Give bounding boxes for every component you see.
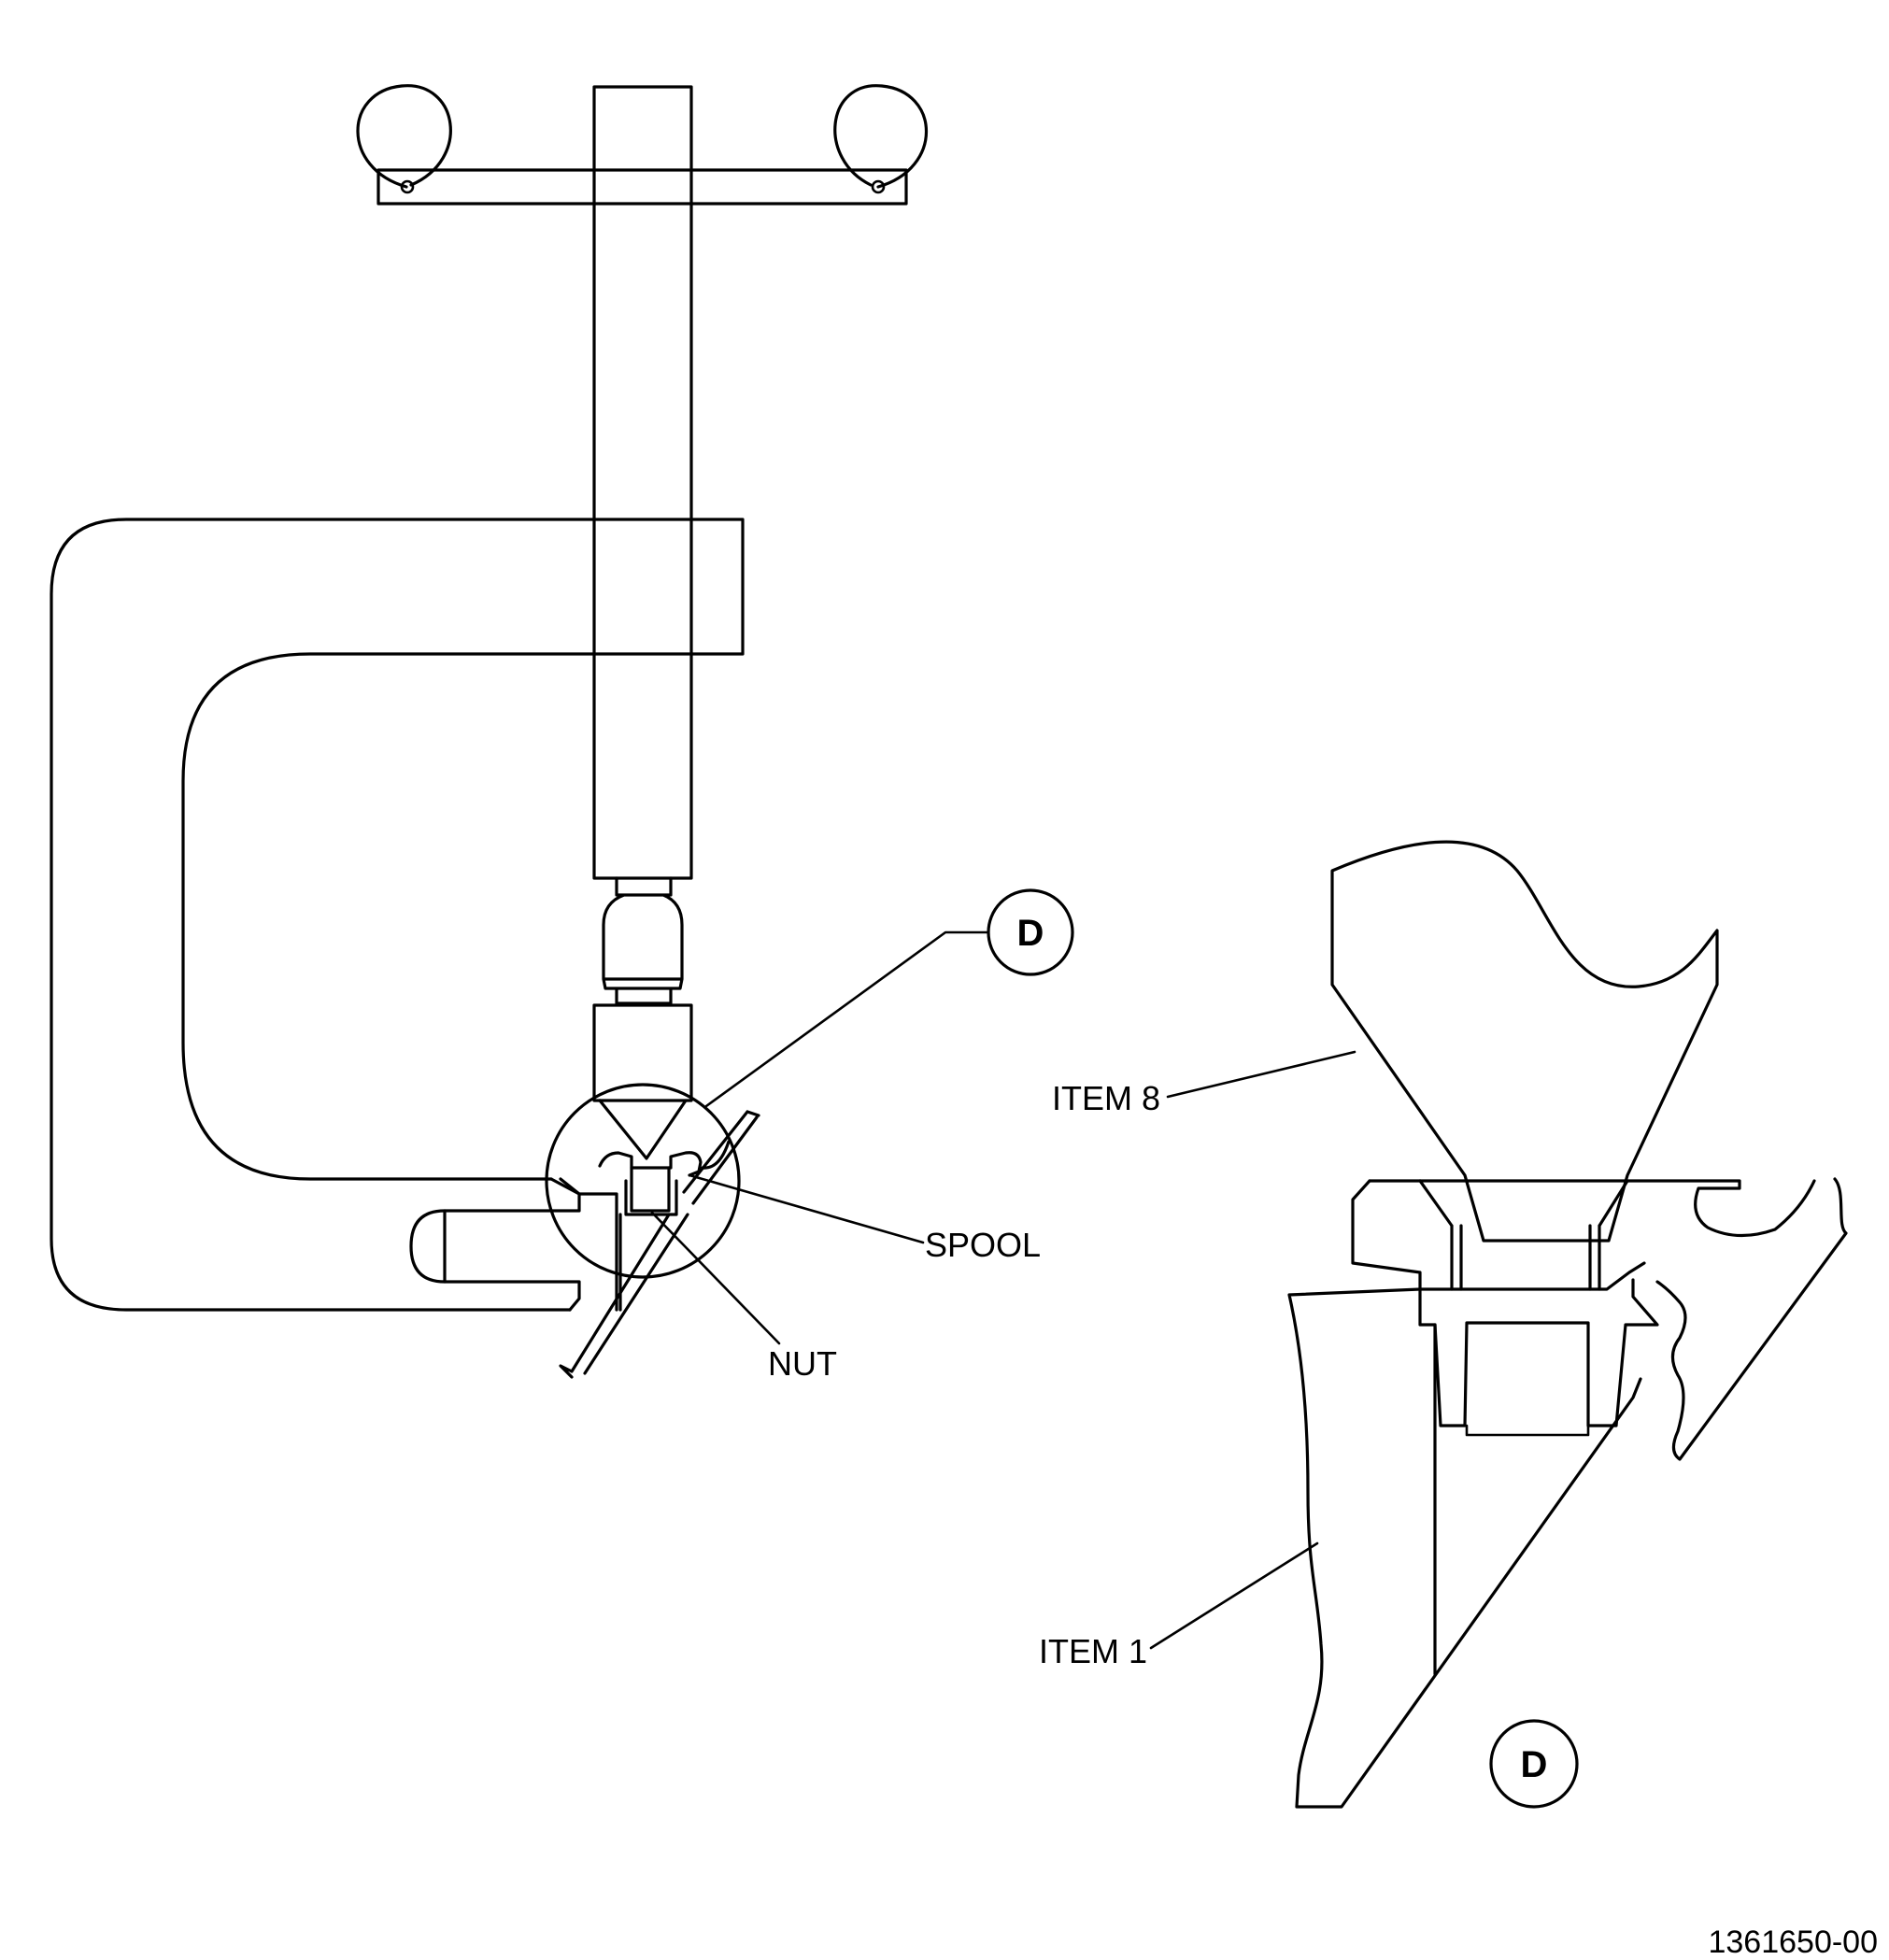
t-handle-crossbar bbox=[376, 168, 908, 206]
nut-barrel bbox=[1418, 1179, 1629, 1291]
item-1-workpiece bbox=[1287, 1287, 1642, 1809]
detail-d-view-bubble: D bbox=[1489, 1719, 1579, 1809]
c-clamp-tool: D SPOOL NUT bbox=[50, 84, 1074, 1383]
nut-leader bbox=[650, 1211, 781, 1345]
spool-flange bbox=[1351, 1179, 1816, 1427]
workpiece-plate bbox=[559, 1110, 760, 1379]
spool-leader bbox=[688, 1173, 925, 1244]
figure-number: 1361650-00 bbox=[1708, 1924, 1878, 1960]
anvil-jaw bbox=[409, 1177, 581, 1312]
driver-cone-tip bbox=[598, 1099, 688, 1160]
driver-block bbox=[592, 1003, 693, 1102]
nut bbox=[624, 1166, 678, 1216]
item-8-leader bbox=[1166, 1050, 1356, 1099]
spool bbox=[598, 1151, 703, 1177]
detail-d-leader bbox=[704, 930, 990, 1108]
detail-d-view: ITEM 8 ITEM 1 D bbox=[1039, 840, 1848, 1809]
nut-label: NUT bbox=[768, 1344, 837, 1383]
item-1-leader bbox=[1149, 1541, 1319, 1650]
item-8-label: ITEM 8 bbox=[1052, 1079, 1160, 1117]
detail-d-callout: D bbox=[987, 888, 1074, 976]
plate-break-edge bbox=[1655, 1177, 1848, 1461]
item-8-driver-tip bbox=[1330, 840, 1719, 1243]
detail-d-circle bbox=[545, 1083, 741, 1279]
detail-d-view-label: D bbox=[1521, 1744, 1548, 1785]
handle-knob-left bbox=[356, 84, 452, 194]
nut-threads bbox=[1465, 1424, 1590, 1437]
handle-knob-right bbox=[833, 84, 928, 194]
detail-d-callout-label: D bbox=[1017, 913, 1044, 954]
screw-shaft bbox=[592, 85, 693, 880]
c-frame bbox=[50, 518, 745, 1312]
item-1-label: ITEM 1 bbox=[1039, 1632, 1147, 1670]
swivel-coupling bbox=[602, 876, 684, 1005]
spool-label: SPOOL bbox=[925, 1226, 1041, 1264]
